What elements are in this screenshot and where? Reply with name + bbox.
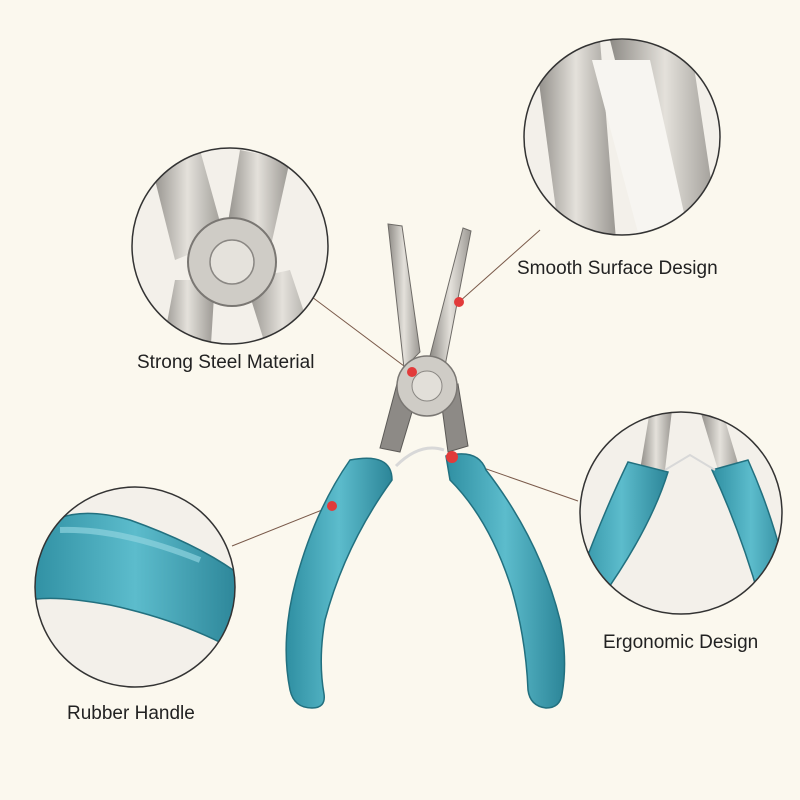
pliers — [285, 223, 566, 709]
callout-label-smooth-surface: Smooth Surface Design — [517, 258, 718, 279]
left-jaw — [387, 223, 421, 370]
spring — [394, 446, 445, 468]
left-handle — [285, 457, 393, 709]
marker-ergo — [446, 451, 458, 463]
callout-ergo-zoom — [579, 411, 783, 615]
leader-rubber — [231, 505, 333, 547]
marker-steel — [407, 367, 417, 377]
callout-label-steel-material: Strong Steel Material — [137, 352, 315, 373]
callout-label-rubber-handle: Rubber Handle — [67, 703, 195, 724]
marker-smooth — [454, 297, 464, 307]
callout-smooth-zoom — [523, 38, 721, 236]
callout-rubber-zoom — [34, 486, 236, 688]
leader-steel — [311, 296, 413, 373]
callout-steel-zoom — [131, 147, 329, 345]
leader-smooth — [458, 229, 541, 303]
right-handle — [445, 453, 566, 709]
marker-rubber — [327, 501, 337, 511]
callout-label-ergonomic: Ergonomic Design — [603, 632, 759, 653]
pivot-inner — [411, 370, 443, 402]
markers — [327, 297, 464, 511]
